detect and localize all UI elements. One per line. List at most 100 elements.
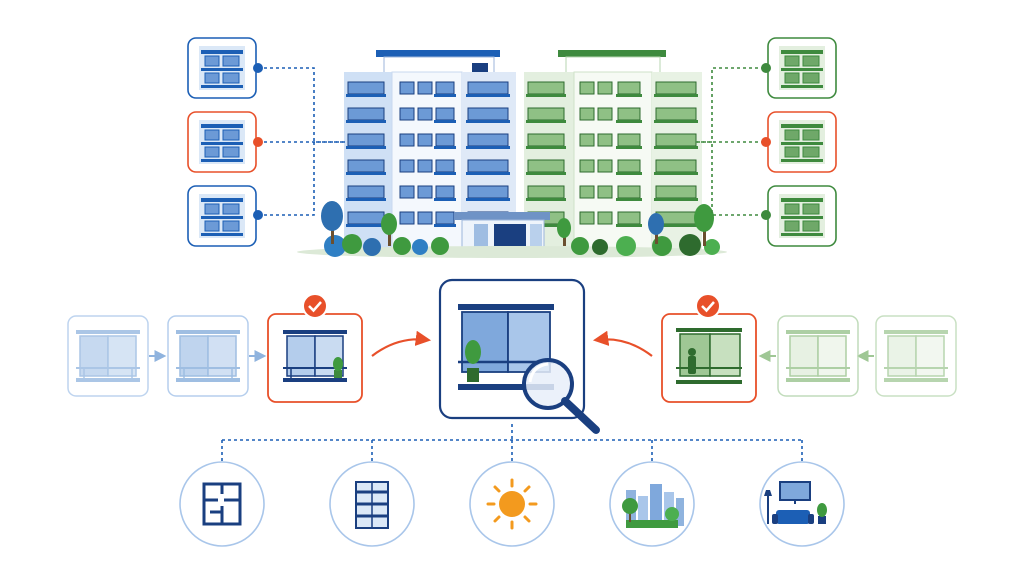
building-balcony [466, 172, 510, 175]
building-balcony [654, 94, 698, 97]
feature-connector-lines [221, 424, 803, 462]
building-balcony [616, 120, 642, 123]
building-window [527, 133, 565, 147]
building-balcony [616, 172, 642, 175]
building-window [347, 107, 385, 121]
building-window [579, 133, 595, 147]
building-balcony [526, 198, 566, 201]
building-balcony [526, 94, 566, 97]
unit-card-green-1[interactable] [761, 37, 837, 99]
landscaping [297, 201, 727, 258]
balcony-card-right-2[interactable] [777, 315, 859, 397]
balcony-card-right-1[interactable] [875, 315, 957, 397]
sun-icon [486, 478, 538, 530]
building-balcony [434, 172, 456, 175]
building-window [597, 81, 613, 95]
building-window [617, 81, 641, 95]
building-window [467, 107, 509, 121]
right-balcony-progression [661, 293, 957, 403]
top-left-unit-connectors [258, 67, 346, 216]
building-window [417, 211, 433, 225]
building-window [655, 81, 697, 95]
building-window [399, 81, 415, 95]
feature-city-view[interactable] [609, 461, 695, 547]
building-window [597, 159, 613, 173]
building-window [597, 211, 613, 225]
building-balcony [616, 198, 642, 201]
building-window [579, 107, 595, 121]
building-window [579, 185, 595, 199]
center-inspection-card[interactable] [438, 278, 600, 434]
building-window [467, 81, 509, 95]
unit-card-green-2[interactable] [761, 185, 837, 247]
checkmark-icon [695, 293, 721, 319]
balcony-card-left-selected[interactable] [267, 313, 363, 403]
building-balcony [466, 146, 510, 149]
city-view-icon [622, 484, 684, 528]
plant-icon [333, 357, 343, 378]
building-balcony [654, 120, 698, 123]
building-balcony [346, 198, 386, 201]
building-window [417, 185, 433, 199]
feature-circles [179, 461, 845, 547]
building-window [527, 159, 565, 173]
unit-card-blue-2[interactable] [187, 185, 263, 247]
building-balcony [654, 172, 698, 175]
building-window [617, 133, 641, 147]
building-balcony [526, 224, 566, 227]
window-unit-icon [778, 119, 826, 165]
blue-building-windows [346, 81, 510, 227]
balcony-card-left-2[interactable] [167, 315, 249, 397]
building-window [617, 107, 641, 121]
building-window [597, 133, 613, 147]
building-window [527, 107, 565, 121]
feature-building-floors[interactable] [329, 461, 415, 547]
building-balcony [346, 94, 386, 97]
building-balcony [434, 120, 456, 123]
balcony-card-left-1[interactable] [67, 315, 149, 397]
building-window [435, 107, 455, 121]
unit-card-orange-selected-right[interactable] [761, 111, 837, 173]
building-balcony [434, 146, 456, 149]
building-window [435, 159, 455, 173]
balcony-card-right-selected[interactable] [661, 313, 757, 403]
building-window [617, 211, 641, 225]
arrow-right-to-center [592, 330, 653, 357]
building-window [417, 159, 433, 173]
building-window [417, 107, 433, 121]
unit-card-orange-selected[interactable] [187, 111, 263, 173]
person-icon [688, 348, 696, 374]
window-unit-icon [778, 45, 826, 91]
building-window [435, 211, 455, 225]
top-left-unit-cards [187, 37, 263, 247]
building-window [435, 185, 455, 199]
building-window [617, 185, 641, 199]
building-window [435, 81, 455, 95]
building-balcony [526, 146, 566, 149]
feature-floor-plan[interactable] [179, 461, 265, 547]
building-window [617, 159, 641, 173]
building-balcony [616, 146, 642, 149]
top-right-unit-cards [761, 37, 837, 247]
building-window [347, 133, 385, 147]
arrow-left-to-center [371, 330, 432, 357]
feature-sunlight[interactable] [469, 461, 555, 547]
building-balcony [346, 120, 386, 123]
magnifying-glass-icon [522, 358, 600, 434]
building-window [435, 133, 455, 147]
building-balcony [434, 198, 456, 201]
unit-card-blue-1[interactable] [187, 37, 263, 99]
feature-living-room[interactable] [759, 461, 845, 547]
building-balcony [346, 224, 386, 227]
building-balcony [654, 198, 698, 201]
building-window [527, 81, 565, 95]
building-window [347, 81, 385, 95]
building-balcony [434, 224, 456, 227]
window-unit-icon [778, 193, 826, 239]
building-window [597, 185, 613, 199]
building-window [417, 81, 433, 95]
building-window [347, 185, 385, 199]
building-balcony [654, 224, 698, 227]
